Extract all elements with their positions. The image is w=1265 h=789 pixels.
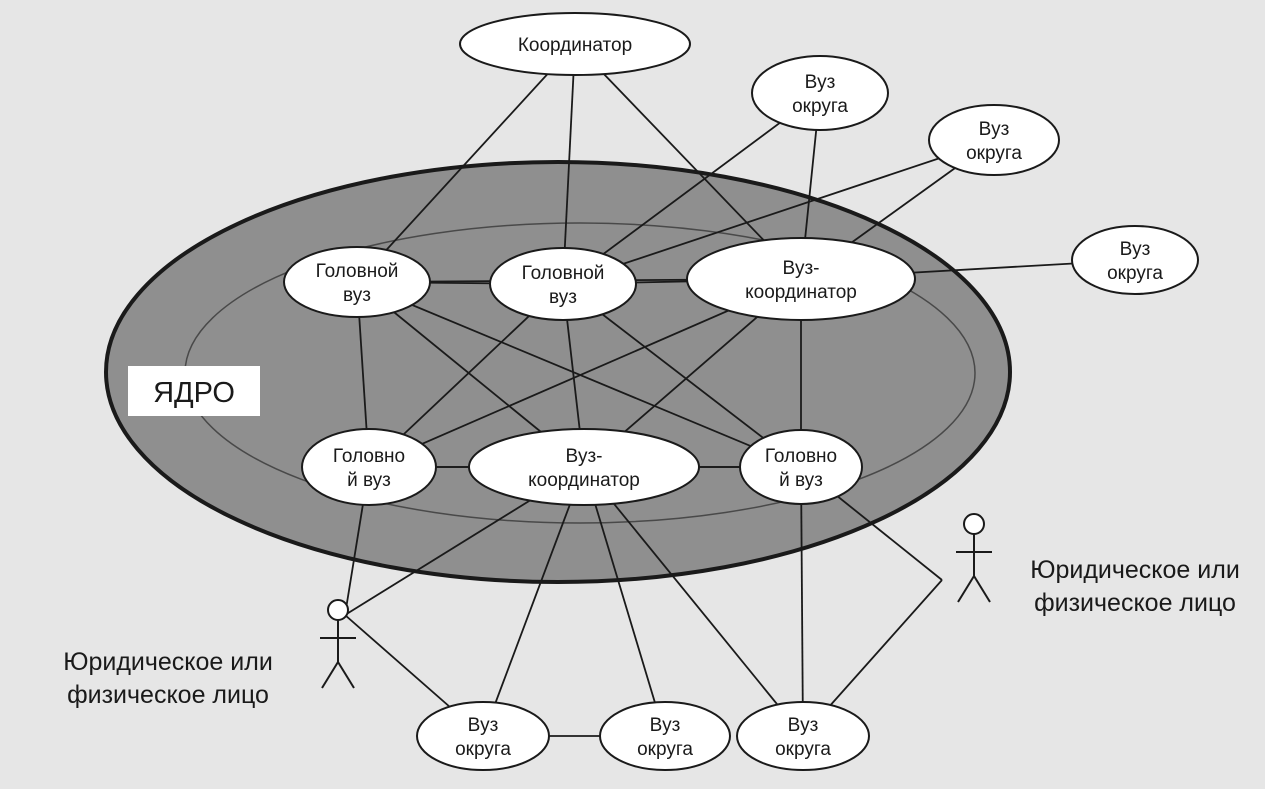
- node-label: вуз: [549, 287, 577, 308]
- connection-line: [800, 466, 804, 737]
- core-label-box: [128, 366, 260, 416]
- node-uni-coord-1: Вуз-координатор: [686, 237, 916, 321]
- node-district-e: Вуз округа: [599, 701, 731, 771]
- connection-line: [562, 43, 576, 285]
- connection-line: [562, 92, 821, 285]
- node-district-b: Вуз округа: [928, 104, 1060, 176]
- node-label: координатор: [528, 470, 640, 491]
- node-label: координатор: [745, 282, 857, 303]
- node-shape: [1071, 225, 1199, 295]
- node-shape: [739, 429, 863, 505]
- node-label: Вуз: [805, 72, 836, 93]
- connection-line: [583, 466, 804, 737]
- node-shape: [301, 428, 437, 506]
- node-label: округа: [966, 143, 1022, 164]
- node-head-4: Головно й вуз: [739, 429, 863, 505]
- node-label: округа: [455, 739, 511, 760]
- node-label: Головно: [333, 446, 405, 467]
- node-shape: [928, 104, 1060, 176]
- actor-left: Юридическое или физическое лицо: [63, 599, 356, 709]
- node-district-a: Вуз округа: [751, 55, 889, 131]
- node-head-1: Головной вуз: [283, 246, 431, 318]
- node-shape: [468, 428, 700, 506]
- actor-label: физическое лицо: [1034, 589, 1236, 617]
- node-uni-coord-2: Вуз-координатор: [468, 428, 700, 506]
- node-label: Вуз: [468, 715, 499, 736]
- actor-label: Юридическое или: [1030, 556, 1240, 584]
- node-label: Головной: [316, 261, 399, 282]
- actor-label: Юридическое или: [63, 648, 273, 676]
- node-label: округа: [792, 96, 848, 117]
- node-label: й вуз: [347, 470, 391, 491]
- node-label: округа: [1107, 263, 1163, 284]
- node-label: вуз: [343, 285, 371, 306]
- node-label: Вуз: [979, 119, 1010, 140]
- node-district-d: Вуз округа: [416, 701, 550, 771]
- connection-line: [356, 281, 802, 468]
- node-shape: [459, 12, 691, 76]
- actor-label: физическое лицо: [67, 681, 269, 709]
- node-shape: [751, 55, 889, 131]
- person-icon: [320, 599, 356, 689]
- node-shape: [489, 247, 637, 321]
- node-label: й вуз: [779, 470, 823, 491]
- node-label: Вуз-: [783, 258, 820, 279]
- node-label: Головно: [765, 446, 837, 467]
- node-coordinator: Координатор: [459, 12, 691, 76]
- node-shape: [736, 701, 870, 771]
- node-shape: [599, 701, 731, 771]
- node-head-2: Головной вуз: [489, 247, 637, 321]
- node-label: округа: [637, 739, 693, 760]
- node-district-f: Вуз округа: [736, 701, 870, 771]
- actor-right: Юридическое или физическое лицо: [956, 513, 1240, 617]
- node-district-c: Вуз округа: [1071, 225, 1199, 295]
- node-label: Вуз: [788, 715, 819, 736]
- node-shape: [416, 701, 550, 771]
- person-icon: [956, 513, 992, 603]
- node-label: округа: [775, 739, 831, 760]
- core-label: ЯДРО: [153, 377, 235, 409]
- node-head-3: Головно й вуз: [301, 428, 437, 506]
- node-shape: [686, 237, 916, 321]
- node-label: Вуз: [1120, 239, 1151, 260]
- node-label: Вуз: [650, 715, 681, 736]
- node-label: Вуз-: [566, 446, 603, 467]
- node-label: Координатор: [518, 35, 632, 56]
- node-shape: [283, 246, 431, 318]
- connection-line: [356, 43, 576, 283]
- connection-line: [482, 466, 585, 737]
- connection-line: [562, 139, 995, 285]
- node-label: Головной: [522, 263, 605, 284]
- connection-line: [583, 466, 666, 737]
